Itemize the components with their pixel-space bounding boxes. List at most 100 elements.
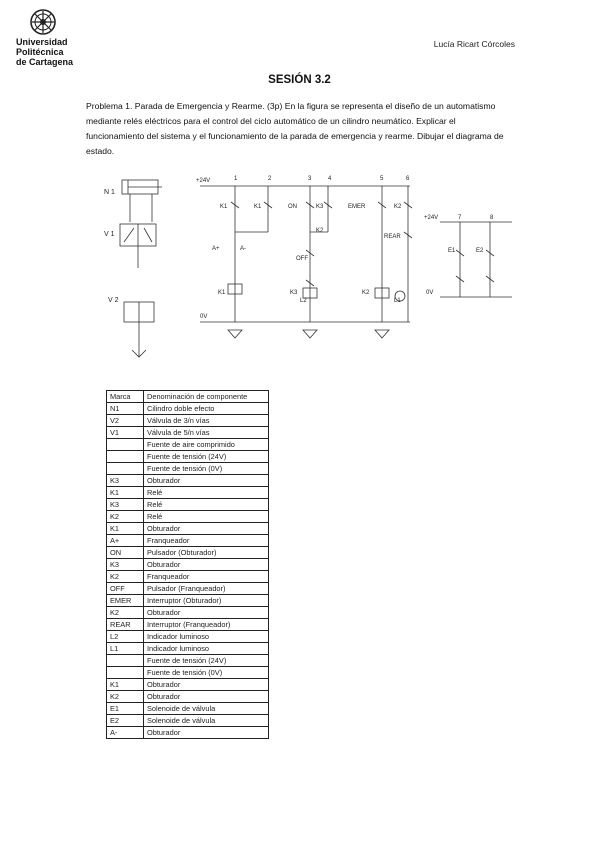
- cell-marca: K1: [106, 486, 144, 499]
- page-title: SESIÓN 3.2: [268, 74, 331, 86]
- table-row: Fuente de tensión (24V): [106, 450, 269, 463]
- label-supply-0v-right: 0V: [426, 290, 433, 296]
- university-name: Universidad Politécnica de Cartagena: [16, 37, 73, 67]
- cell-marca: L1: [106, 642, 144, 655]
- cell-denominacion: Obturador: [143, 606, 269, 619]
- cell-denominacion: Fuente de tensión (24V): [143, 450, 269, 463]
- cell-denominacion: Válvula de 3/n vías: [143, 414, 269, 427]
- cell-denominacion: Franqueador: [143, 570, 269, 583]
- circuit-diagram: N 1 V 1 V 2 +24V 0V +24V 0V K1 K1 ON K3 …: [104, 176, 512, 358]
- cell-marca: K3: [106, 558, 144, 571]
- cell-denominacion: Obturador: [143, 726, 269, 739]
- cell-denominacion: Cilindro doble efecto: [143, 402, 269, 415]
- cell-marca: A-: [106, 726, 144, 739]
- table-row: Fuente de tensión (24V): [106, 654, 269, 667]
- cell-marca: E1: [106, 702, 144, 715]
- label-v2: V 2: [108, 297, 119, 304]
- cell-denominacion: Franqueador: [143, 534, 269, 547]
- university-line-1: Universidad: [16, 37, 68, 47]
- cell-marca: K1: [106, 678, 144, 691]
- column-number-6: 6: [406, 176, 410, 182]
- cell-marca: K3: [106, 498, 144, 511]
- table-header-row: Marca Denominación de componente: [106, 390, 269, 403]
- pneumatic-circuit: [119, 179, 162, 358]
- electric-circuit: [200, 185, 512, 339]
- column-number-2: 2: [268, 176, 272, 182]
- cell-marca: ON: [106, 546, 144, 559]
- label-a-plus: A+: [212, 246, 220, 252]
- cell-denominacion: Fuente de tensión (0V): [143, 462, 269, 475]
- cell-marca: K3: [106, 474, 144, 487]
- cell-denominacion: Interruptor (Obturador): [143, 594, 269, 607]
- label-k3: K3: [316, 204, 324, 210]
- cell-denominacion: Fuente de aire comprimido: [143, 438, 269, 451]
- label-supply-24v: +24V: [196, 178, 210, 184]
- cell-marca: K2: [106, 570, 144, 583]
- label-e1: E1: [448, 248, 456, 254]
- column-number-8: 8: [490, 215, 494, 221]
- problem-statement: Problema 1. Parada de Emergencia y Rearm…: [86, 99, 516, 159]
- label-k2-b: K2: [316, 228, 324, 234]
- cell-denominacion: Fuente de tensión (0V): [143, 666, 269, 679]
- cell-denominacion: Relé: [143, 486, 269, 499]
- label-k2-a: K2: [394, 204, 402, 210]
- cell-marca: REAR: [106, 618, 144, 631]
- header-denominacion: Denominación de componente: [143, 390, 269, 403]
- cell-marca: A+: [106, 534, 144, 547]
- problem-text: En la figura se representa el diseño de …: [86, 101, 504, 156]
- column-number-5: 5: [380, 176, 384, 182]
- cell-marca: L2: [106, 630, 144, 643]
- label-k1-coil: K1: [218, 290, 226, 296]
- cell-denominacion: Obturador: [143, 690, 269, 703]
- cell-denominacion: Obturador: [143, 558, 269, 571]
- cell-denominacion: Interruptor (Franqueador): [143, 618, 269, 631]
- university-logo: [16, 8, 96, 70]
- label-e2: E2: [476, 248, 484, 254]
- cell-denominacion: Obturador: [143, 678, 269, 691]
- label-supply-24v-right: +24V: [424, 215, 438, 221]
- cell-denominacion: Pulsador (Obturador): [143, 546, 269, 559]
- label-off: OFF: [296, 256, 308, 262]
- university-line-2: Politécnica: [16, 47, 64, 57]
- cell-marca: EMER: [106, 594, 144, 607]
- cell-marca: [106, 654, 144, 667]
- cell-marca: K2: [106, 510, 144, 523]
- cell-marca: [106, 666, 144, 679]
- cell-marca: E2: [106, 714, 144, 727]
- table-row: Fuente de tensión (0V): [106, 462, 269, 475]
- cell-denominacion: Indicador luminoso: [143, 630, 269, 643]
- header-marca: Marca: [106, 390, 144, 403]
- label-k1-a: K1: [220, 204, 228, 210]
- cell-denominacion: Solenoide de válvula: [143, 714, 269, 727]
- table-row: A+Franqueador: [106, 534, 269, 547]
- cell-marca: [106, 438, 144, 451]
- label-on: ON: [288, 204, 297, 210]
- cell-denominacion: Obturador: [143, 522, 269, 535]
- column-number-4: 4: [328, 176, 332, 182]
- cell-marca: K1: [106, 522, 144, 535]
- column-number-1: 1: [234, 176, 238, 182]
- cell-marca: [106, 450, 144, 463]
- label-l2: L2: [300, 298, 307, 304]
- label-emer: EMER: [348, 204, 366, 210]
- cell-marca: OFF: [106, 582, 144, 595]
- label-a-minus: A-: [240, 246, 246, 252]
- cell-denominacion: Solenoide de válvula: [143, 702, 269, 715]
